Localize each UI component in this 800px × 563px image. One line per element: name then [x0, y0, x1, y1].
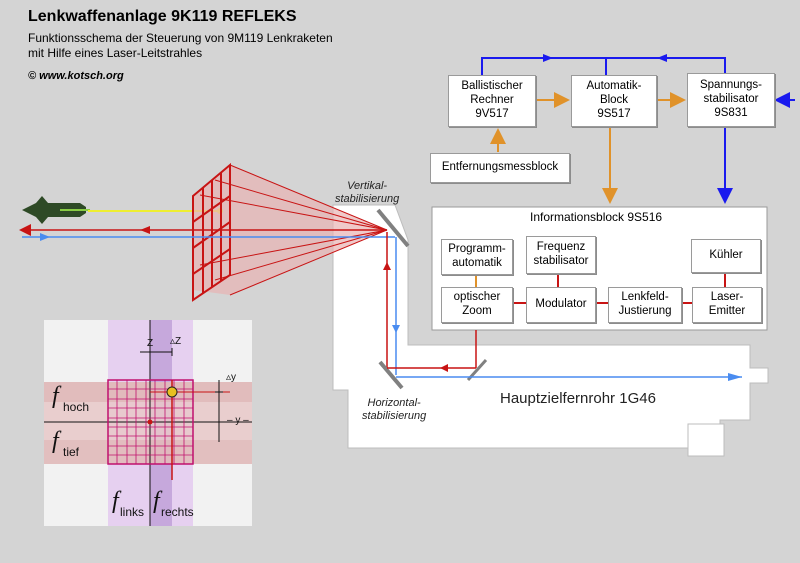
diagram-subtitle-line2: mit Hilfe eines Laser-Leitstrahles	[28, 46, 203, 60]
copyright-note: © www.kotsch.org	[28, 70, 124, 82]
main-scope-label: Hauptzielfernrohr 1G46	[500, 390, 656, 407]
inset-coordinate-panel	[44, 320, 252, 526]
f-links-symbol: f	[112, 488, 119, 514]
z-axis-label: Z	[147, 338, 154, 349]
cooler-label: Kühler	[709, 249, 743, 262]
modulator-block: Modulator	[526, 287, 596, 323]
f-tief-symbol: f	[52, 428, 59, 454]
freq-label-1: Frequenz	[536, 241, 586, 254]
power-label-3: 9S831	[714, 106, 748, 119]
power-label-1: Spannungs-	[699, 79, 763, 92]
auto-label-1: Automatik-	[586, 80, 642, 93]
info-internal-links	[511, 271, 726, 304]
delta-z-text: Z	[175, 336, 182, 347]
prog-label-1: Programm-	[448, 243, 506, 256]
delta-z-label: ▵Z	[170, 336, 181, 347]
horizontal-stabilization-label: Horizontal- stabilisierung	[362, 397, 426, 423]
horizontal-mirror-left	[378, 360, 404, 390]
range-finder-block: Entfernungsmessblock	[430, 153, 570, 183]
info-block-title: Informationsblock 9S516	[530, 210, 663, 224]
main-scope-body	[332, 204, 769, 457]
ballistic-label-1: Ballistischer	[461, 80, 523, 93]
adjust-label-1: Lenkfeld-	[621, 291, 669, 304]
f-tief-subscript: tief	[63, 445, 80, 459]
horizontal-label-1: Horizontal-	[367, 397, 421, 409]
cooler-block: Kühler	[691, 239, 761, 273]
delta-y-triangle: ▵	[226, 372, 232, 383]
power-bus	[481, 57, 795, 204]
f-hoch-symbol: f	[52, 383, 59, 409]
guidance-field-adjust-block: Lenkfeld-Justierung	[608, 287, 682, 323]
zoom-label-1: optischer	[453, 291, 501, 304]
power-label-2: stabilisator	[703, 93, 759, 106]
diagram-subtitle-line1: Funktionsschema der Steuerung von 9M119 …	[28, 31, 333, 45]
vertical-label-2: stabilisierung	[335, 193, 400, 206]
modulator-label: Modulator	[535, 298, 587, 311]
vertical-stabilization-label: Vertikal- stabilisierung	[335, 180, 399, 206]
adjust-label-2: Justierung	[618, 305, 672, 317]
laser-label-1: Laser-	[710, 291, 744, 304]
delta-y-text: y	[231, 372, 237, 383]
ballistic-label-3: 9V517	[475, 107, 509, 120]
f-hoch-subscript: hoch	[63, 400, 90, 414]
f-rechts-symbol: f	[153, 488, 160, 514]
vertical-label-1: Vertikal-	[347, 180, 388, 192]
horizontal-label-2: stabilisierung	[362, 410, 427, 423]
vertical-mirror	[376, 208, 410, 248]
signal-lines	[475, 92, 686, 287]
laser-label-2: Emitter	[708, 305, 746, 317]
range-label: Entfernungsmessblock	[441, 161, 559, 174]
laser-emitter-block: Laser-Emitter	[692, 287, 762, 323]
delta-z-triangle: ▵	[170, 336, 176, 347]
guidance-grid	[192, 162, 231, 302]
auto-label-3: 9S517	[597, 107, 631, 120]
diagram-title: Lenkwaffenanlage 9K119 REFLEKS	[28, 8, 297, 25]
freq-label-2: stabilisator	[533, 255, 589, 267]
delta-y-label: ▵y	[226, 372, 236, 383]
ballistic-label-2: Rechner	[470, 94, 514, 107]
y-axis-label: – y –	[227, 415, 249, 426]
f-rechts-subscript: rechts	[161, 505, 194, 519]
program-automatic-block: Programm-automatik	[441, 239, 513, 275]
f-links-subscript: links	[120, 505, 145, 519]
zoom-label-2: Zoom	[462, 305, 492, 317]
missile-icon	[22, 196, 90, 224]
auto-label-2: Block	[599, 94, 629, 107]
prog-label-2: automatik	[452, 257, 502, 269]
